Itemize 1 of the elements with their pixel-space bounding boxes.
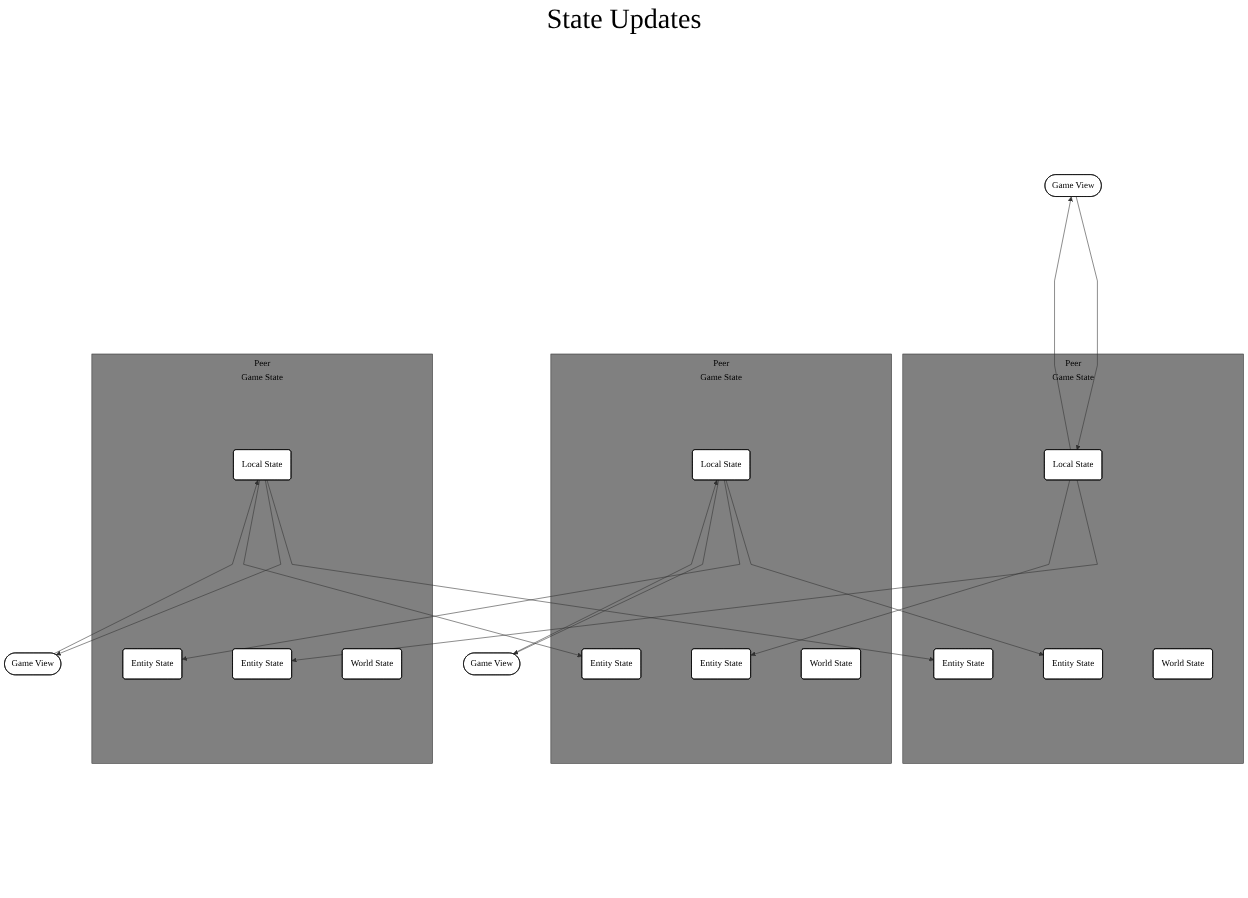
diagram-note: State Updates [546,6,702,36]
